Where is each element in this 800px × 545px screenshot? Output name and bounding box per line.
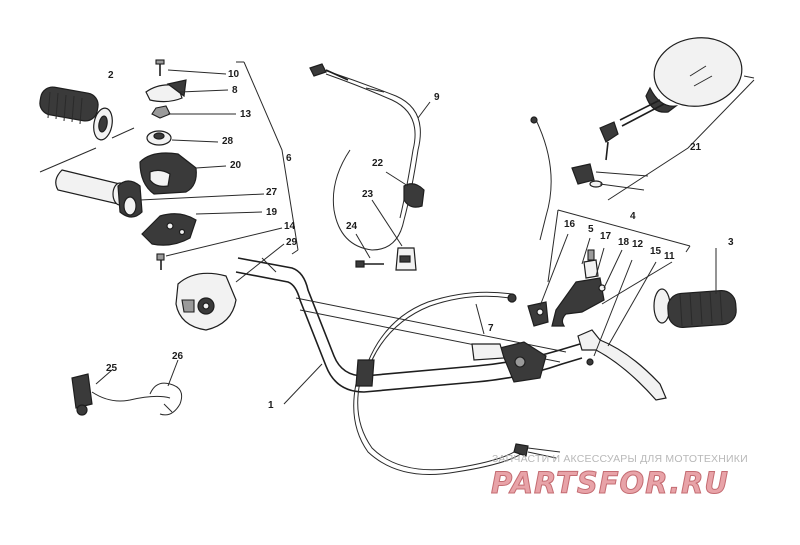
part-label-19: 19 [266,207,278,218]
part-label-13: 13 [240,109,252,120]
leader-lines-bottom [95,101,485,405]
screw-14 [156,253,165,270]
part-label-27: 27 [266,187,278,198]
part-label-3: 3 [728,237,734,248]
leader [111,127,135,139]
cover-8 [145,79,187,103]
part-label-16: 16 [564,219,576,230]
part-label-24: 24 [346,221,358,232]
cable-adjuster-16 [527,301,549,327]
throttle-cable-7 [353,291,561,475]
lever-bracket [471,341,547,383]
bracket-6 [243,61,299,251]
part-label-8: 8 [232,85,238,96]
throttle-tube [55,169,128,206]
brake-lever [577,329,667,401]
part-label-28: 28 [222,136,234,147]
screw-10 [155,59,165,76]
part-label-18: 18 [618,237,630,248]
part-label-22: 22 [372,158,384,169]
right-grip [653,288,737,328]
part-label-26: 26 [172,351,184,362]
nut-13 [151,105,171,119]
clamp-22 [403,183,425,208]
part-label-20: 20 [230,160,242,171]
bracket-6 [291,249,299,255]
part-label-9: 9 [434,92,440,103]
part-label-23: 23 [362,189,374,200]
leader [39,147,97,173]
part-label-25: 25 [106,363,118,374]
part-label-5: 5 [588,224,594,235]
part-label-29: 29 [286,237,298,248]
throttle-housing-top [139,152,197,195]
watermark-tagline: ЗАПЧАСТИ И АКСЕССУАРЫ ДЛЯ МОТОТЕХНИКИ [492,453,748,465]
washer-28 [146,130,172,146]
watermark-logo: PARTSFOR.RU [491,466,729,501]
bracket-23 [395,247,417,271]
part-label-15: 15 [650,246,662,257]
leader-lines-left [139,69,285,283]
leader-lines-right [539,209,717,357]
part-label-6: 6 [286,153,292,164]
part-label-2: 2 [108,70,114,81]
part-label-10: 10 [228,69,240,80]
throttle-housing-bottom [141,213,197,246]
part-label-4: 4 [630,211,636,222]
part-label-21: 21 [690,142,702,153]
left-grip [39,86,113,141]
ignition-switch [71,373,183,416]
part-label-7: 7 [488,323,494,334]
mirror [571,37,755,201]
throttle-collar [117,180,143,218]
part-label-17: 17 [600,231,612,242]
part-label-12: 12 [632,239,644,250]
bolt-24 [355,260,384,268]
part-label-1: 1 [268,400,274,411]
master-cylinder [551,249,606,327]
part-label-14: 14 [284,221,296,232]
part-label-11: 11 [664,251,675,262]
switch-block [175,272,237,331]
